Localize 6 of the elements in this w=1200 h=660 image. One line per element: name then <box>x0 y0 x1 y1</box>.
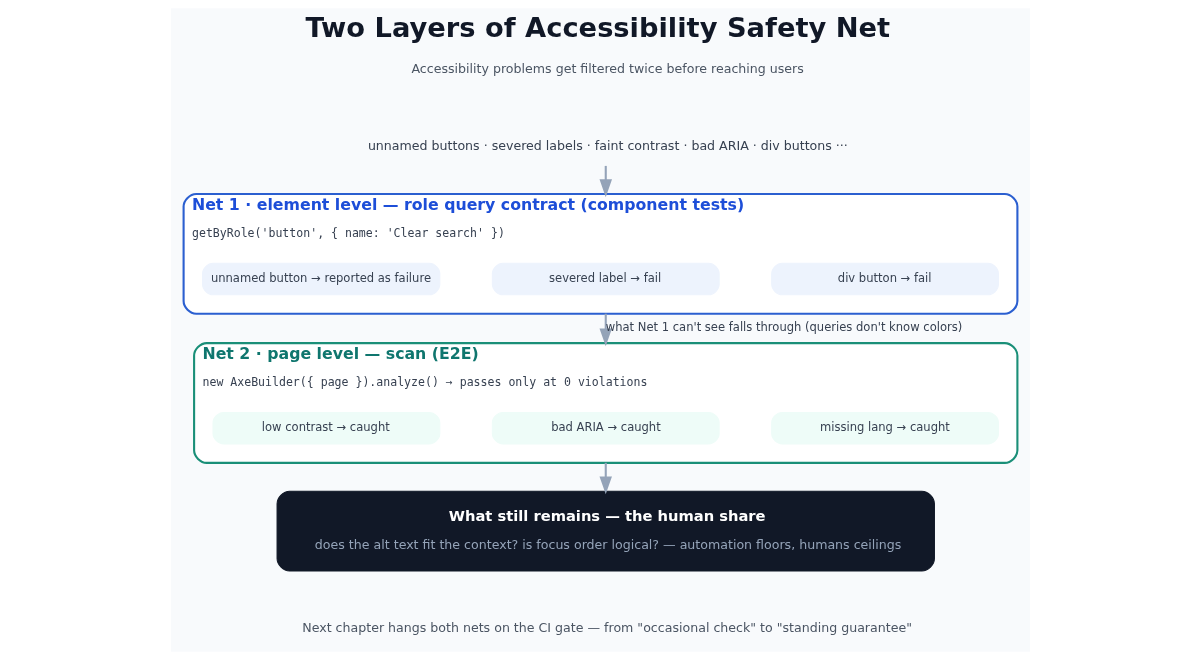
caption: Next chapter hangs both nets on the CI gate — from "occasional check" to "standing guarantee" <box>301 620 912 636</box>
diagram-title: Two Layers of Accessibility Safety Net <box>304 12 890 44</box>
edge-label: what Net 1 can't see falls through (queries don't know colors) <box>605 320 962 335</box>
node-text: unnamed buttons · severed labels · faint contrast · bad ARIA · div buttons ··· <box>367 138 848 154</box>
label: Accessibility problems get filtered twice before reaching users <box>410 61 804 77</box>
node-box: What still remains — the human share does the alt text fit the context? is focus order logical? — automation floors, humans ceilings <box>276 490 935 572</box>
